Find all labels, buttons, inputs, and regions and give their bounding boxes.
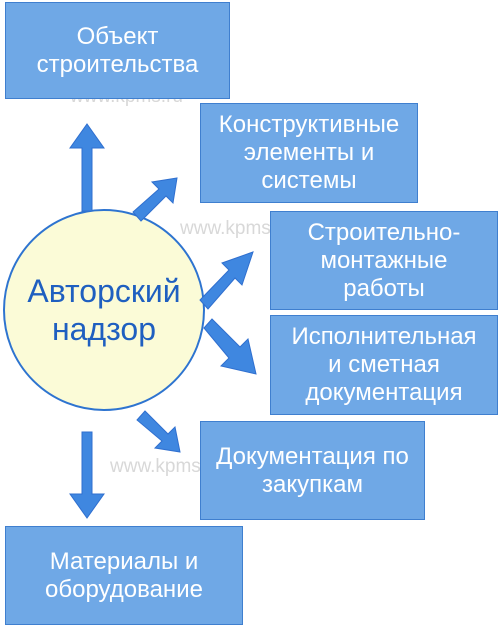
box-object: Объект строительства <box>5 2 230 99</box>
arrow-up-right-icon <box>199 251 254 310</box>
arrow-down-right-icon <box>203 318 257 375</box>
box-docs: Исполнительная и сметная документация <box>270 315 498 415</box>
watermark: www.kpms.ru <box>110 456 223 477</box>
arrow-down-icon <box>69 431 105 519</box>
arrow-up-right-icon <box>132 177 178 222</box>
watermark: www.kpms.ru <box>180 218 293 239</box>
center-circle: Авторский надзор <box>3 209 205 411</box>
arrow-down-right-icon <box>136 410 181 453</box>
arrow-up-icon <box>69 123 105 212</box>
box-works: Строительно- монтажные работы <box>270 211 498 310</box>
box-materials: Материалы и оборудование <box>5 526 243 625</box>
box-structures: Конструктивные элементы и системы <box>200 103 418 203</box>
box-procurement: Документация по закупкам <box>200 421 425 520</box>
